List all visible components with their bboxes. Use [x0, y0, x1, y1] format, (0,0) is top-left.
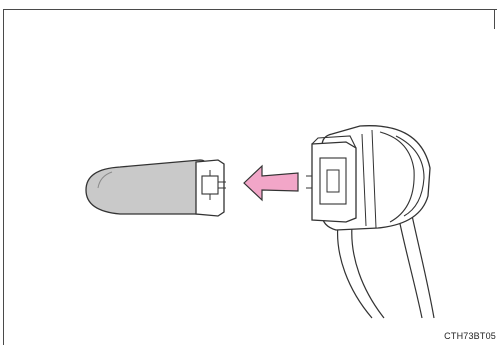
bulb-socket — [306, 126, 434, 318]
wedge-bulb — [86, 160, 226, 216]
removal-arrow — [244, 166, 298, 200]
figure-code: CTH73BT05 — [444, 331, 496, 341]
